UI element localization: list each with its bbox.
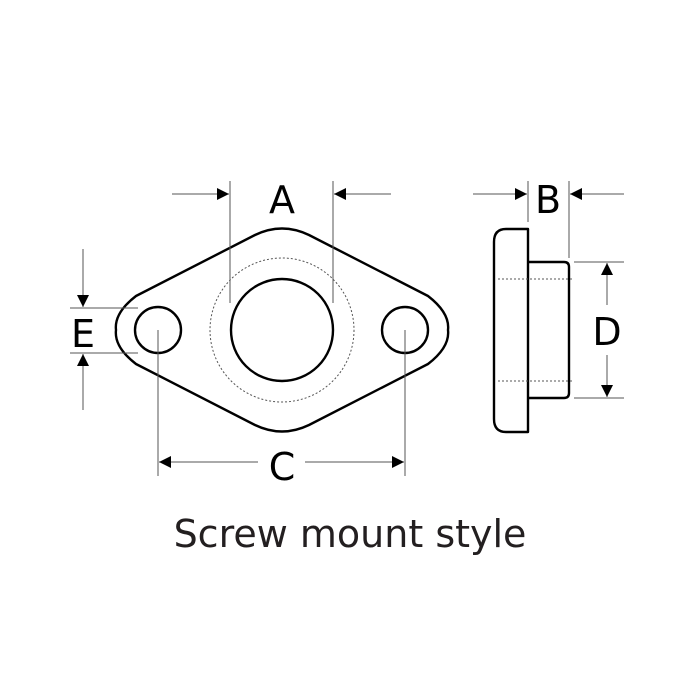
- label-d: D: [592, 310, 621, 354]
- label-e: E: [71, 312, 95, 356]
- label-b: B: [535, 178, 561, 222]
- flange-outline: [114, 227, 450, 433]
- dimension-c: [157, 330, 406, 476]
- front-view: [114, 227, 450, 433]
- dimension-b: [473, 181, 624, 258]
- dimension-d: [574, 261, 624, 399]
- side-boss: [528, 260, 571, 400]
- side-flange: [492, 227, 530, 434]
- diagram-caption: Screw mount style: [173, 512, 527, 556]
- dimension-e: [70, 249, 138, 410]
- label-a: A: [269, 178, 295, 222]
- center-bore: [229, 277, 335, 383]
- side-view: [492, 227, 572, 434]
- dimension-a: [172, 181, 391, 303]
- boss-dotted-circle: [209, 257, 355, 403]
- label-c: C: [269, 445, 296, 489]
